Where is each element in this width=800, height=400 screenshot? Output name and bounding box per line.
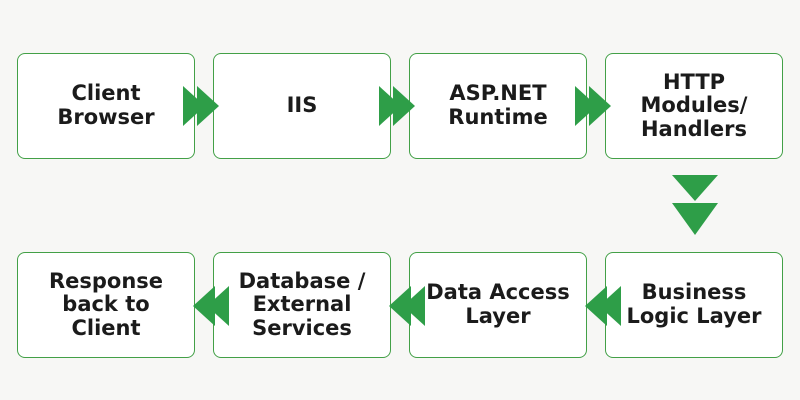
edge-arrow-database-to-response [193, 286, 229, 326]
node-iis: IIS [213, 53, 391, 159]
node-client-browser: Client Browser [17, 53, 195, 159]
node-business-logic-layer-line-2: Logic Layer [626, 304, 762, 328]
edge-arrow-http-to-business [672, 175, 718, 235]
node-iis-line-1: IIS [286, 93, 318, 118]
node-aspnet-runtime-line-2: Runtime [448, 105, 548, 129]
node-response-back-to-client: Response back to Client [17, 252, 195, 358]
node-database-external-services-line-1: Database / [238, 268, 366, 293]
edge-arrow-aspnet-to-http [575, 86, 611, 126]
node-http-modules-handlers-line-1: HTTP [662, 69, 726, 94]
node-client-browser-line-2: Browser [57, 105, 155, 129]
node-data-access-layer: Data Access Layer [409, 252, 587, 358]
node-database-external-services: Database / External Services [213, 252, 391, 358]
edge-arrow-data-access-to-database [389, 286, 425, 326]
node-database-external-services-line-2: External [252, 292, 352, 317]
node-aspnet-runtime: ASP.NET Runtime [409, 53, 587, 159]
node-database-external-services-line-3: Services [252, 315, 352, 340]
node-response-back-to-client-line-1: Response [48, 268, 164, 293]
node-data-access-layer-line-1: Data Access [426, 280, 570, 305]
node-http-modules-handlers-line-2: Modules/ [640, 93, 748, 118]
node-http-modules-handlers-line-3: Handlers [640, 116, 747, 141]
edge-arrow-iis-to-aspnet [379, 86, 415, 126]
node-data-access-layer-line-2: Layer [465, 304, 531, 328]
edge-arrow-client-to-iis [183, 86, 219, 126]
node-response-back-to-client-line-3: Client [71, 315, 141, 340]
node-business-logic-layer-line-1: Business [641, 280, 747, 305]
node-client-browser-line-1: Client [71, 81, 141, 106]
node-business-logic-layer: Business Logic Layer [605, 252, 783, 358]
edge-arrow-business-to-data-access [585, 286, 621, 326]
node-http-modules-handlers: HTTP Modules/ Handlers [605, 53, 783, 159]
node-aspnet-runtime-line-1: ASP.NET [449, 81, 547, 106]
node-response-back-to-client-line-2: back to [62, 292, 150, 317]
